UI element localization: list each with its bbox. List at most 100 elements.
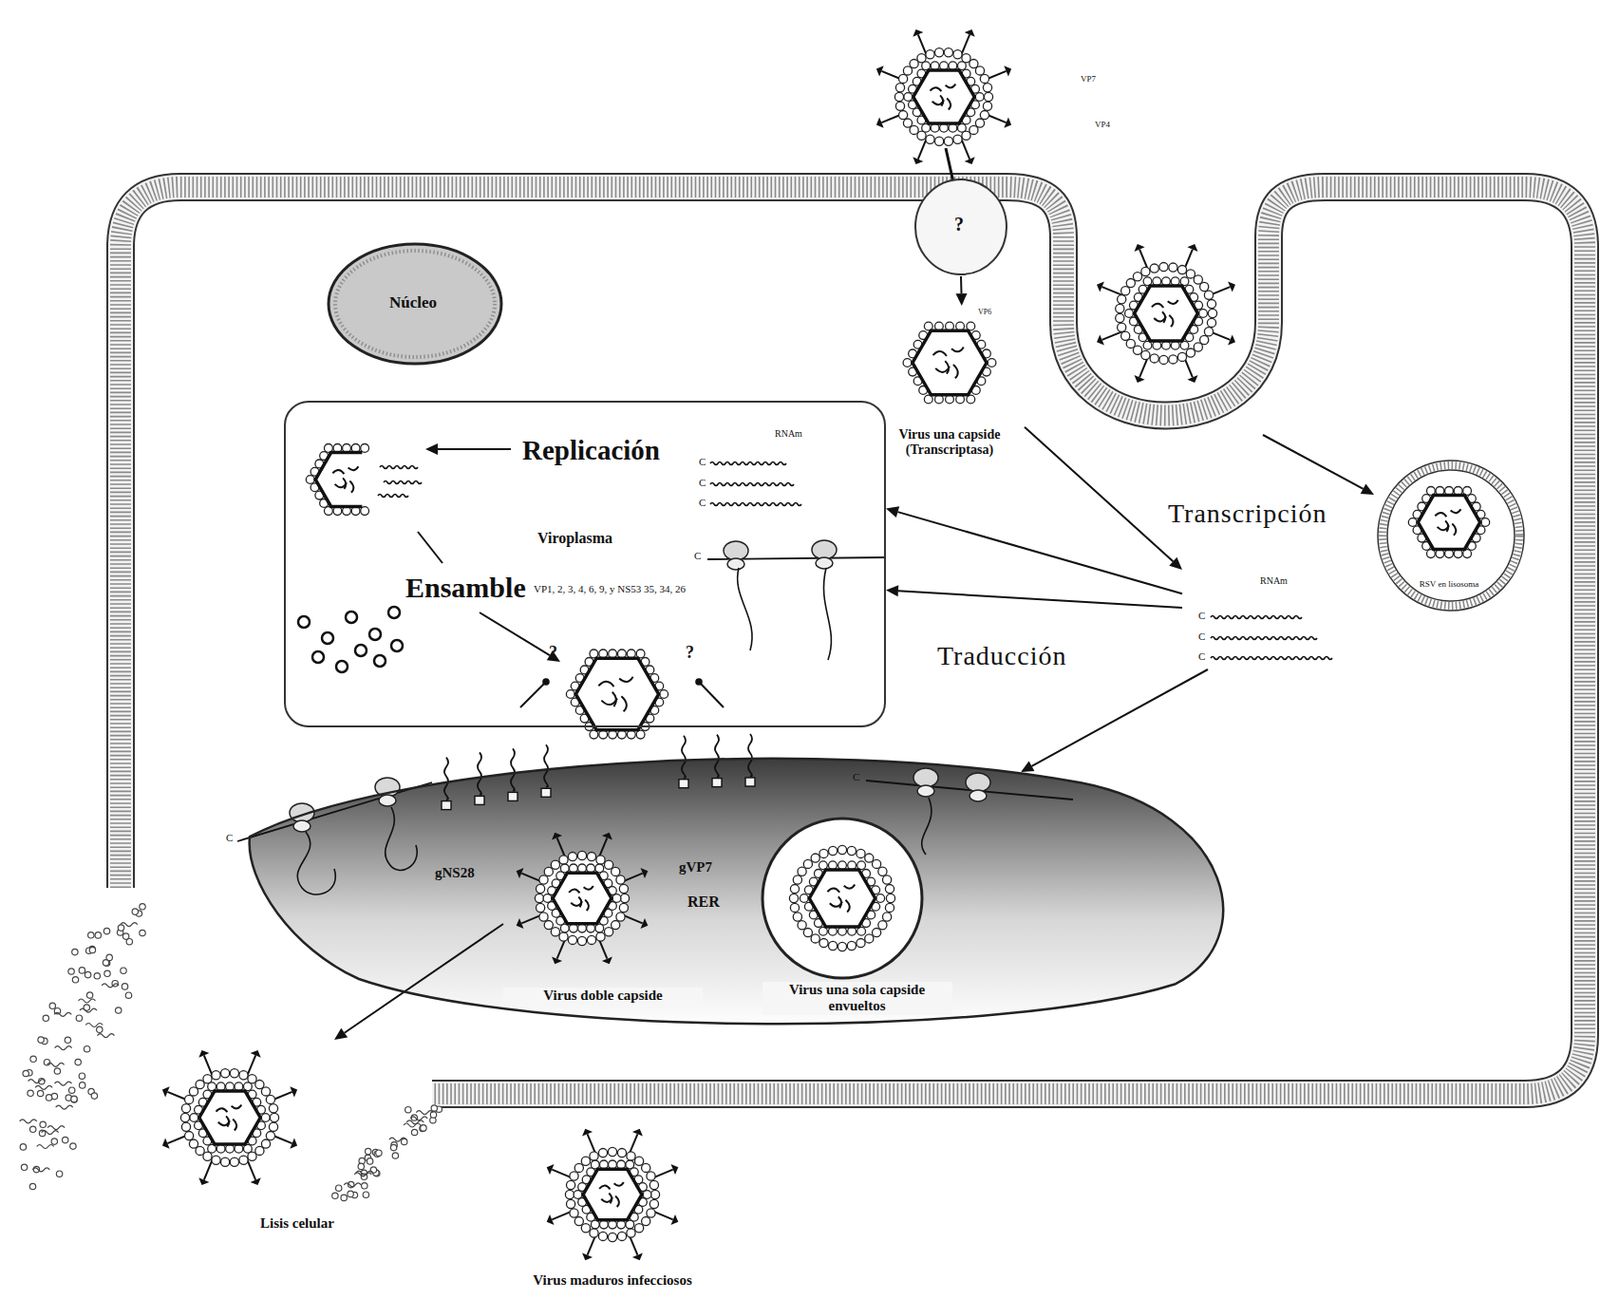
nascent-protein: [823, 567, 831, 660]
vp6-bead: [612, 894, 622, 904]
vp7-bead: [641, 1163, 651, 1172]
vp4-spike-head: [671, 1214, 679, 1225]
endocytosis-arrow: [1262, 434, 1364, 490]
connector: [334, 923, 504, 1040]
organelle-name: Núcleo: [326, 293, 500, 313]
membrane-debris: [47, 1126, 65, 1130]
vp7-bead: [895, 83, 904, 93]
genome-segment: [348, 466, 359, 471]
ribosome-large: [811, 540, 837, 560]
membrane-debris: [79, 1008, 97, 1013]
membrane-debris: [340, 1194, 347, 1201]
vp6-bead: [565, 690, 575, 699]
vp6-bead: [903, 358, 912, 368]
membrane-debris: [85, 1023, 103, 1028]
membrane-debris: [103, 927, 110, 934]
vp7-bead: [635, 1156, 644, 1166]
vp7-bead: [903, 118, 912, 128]
virion-node: Virus maduros infecciosos: [479, 1125, 750, 1293]
vp7-bead: [559, 932, 568, 942]
vp7-bead: [604, 860, 614, 869]
vp7-bead: [1117, 322, 1127, 332]
vp7-bead: [185, 1131, 194, 1141]
membrane-debris: [94, 932, 101, 939]
vp6-bead: [261, 1113, 270, 1123]
vp7-bead: [566, 1180, 576, 1189]
membrane-debris: [78, 967, 85, 974]
vp7-bead: [646, 1171, 656, 1181]
vp7-bead: [797, 866, 807, 876]
vp7-bead: [828, 941, 838, 950]
callout-letter: C: [694, 549, 701, 562]
outer-capsid-fill: [899, 52, 989, 142]
vp7-bead: [539, 912, 548, 922]
protein-label: VP4: [1094, 119, 1111, 130]
capsid-fill: [1417, 495, 1481, 550]
vp7-bead: [577, 850, 586, 860]
membrane-debris: [62, 1136, 69, 1143]
vp7-bead: [878, 921, 887, 930]
membrane-debris: [51, 1138, 57, 1145]
genome-segment: [1434, 512, 1447, 517]
genome-segment: [332, 470, 344, 474]
glycoprotein-pin: [520, 681, 546, 708]
membrane-debris: [75, 1058, 81, 1065]
process-label: Transcripción: [1166, 499, 1330, 529]
vp7-bead: [229, 1069, 239, 1078]
vp4-spike-head: [876, 117, 885, 129]
nascent-protein: [922, 797, 932, 855]
genome-segment: [1162, 311, 1166, 323]
vp7-bead: [586, 935, 596, 944]
vp7-bead: [635, 1223, 644, 1233]
outer-capsid-fill: [569, 1151, 656, 1238]
vp7-bead: [617, 1148, 626, 1158]
genome-segment: [844, 884, 856, 888]
vp4-spike: [960, 137, 970, 159]
membrane-debris: [101, 983, 119, 988]
vp7-bead: [581, 1156, 590, 1166]
vp7-bead: [1117, 295, 1127, 304]
cell-membrane: [120, 187, 1585, 1094]
vp4-spike-head: [1003, 117, 1012, 129]
vp7-bead: [979, 74, 989, 83]
virion-caption: Virus doble capside: [503, 987, 703, 1004]
vp4-spike-head: [516, 918, 525, 929]
callout-letter: C: [1198, 630, 1205, 642]
connector-line: [898, 590, 1183, 608]
membrane-debris: [69, 1087, 76, 1093]
vp7-bead: [1126, 338, 1135, 348]
core-shell: [913, 70, 975, 124]
vp7-bead: [1177, 352, 1186, 361]
membrane-debris: [79, 1082, 86, 1089]
vp7-bead: [1206, 318, 1216, 327]
vp4-spike-head: [912, 156, 923, 165]
vp4-spike: [246, 1054, 256, 1076]
membrane-debris: [347, 1190, 354, 1197]
capsid-protein: [369, 628, 381, 640]
membrane-debris: [30, 1055, 37, 1062]
vp7-bead: [953, 134, 962, 144]
membrane-debris: [56, 1170, 62, 1177]
molecule-label: RNAm: [774, 428, 803, 439]
vp7-bead: [1132, 345, 1142, 355]
vp7-bead: [969, 59, 979, 69]
membrane-debris: [406, 1120, 424, 1125]
genome-segment: [1450, 508, 1462, 513]
genome-segment: [1451, 524, 1456, 536]
vp6-bead: [642, 1190, 652, 1200]
cell-membrane: [120, 187, 1585, 1094]
membrane-debris: [419, 1125, 426, 1131]
vp7-bead: [909, 125, 919, 134]
membrane-debris: [54, 1012, 72, 1017]
vp6-bead: [573, 1190, 583, 1200]
membrane-debris: [37, 1036, 44, 1043]
membrane-debris: [72, 977, 78, 983]
mrna-group: RNAm: [1182, 569, 1354, 670]
vp4-spike-head: [1227, 282, 1236, 293]
replication-arrow-head: [425, 443, 438, 455]
virion-stalk: [945, 148, 954, 183]
membrane-debris: [115, 1007, 122, 1014]
vp4-spike-head: [640, 918, 649, 929]
vp7-bead: [1159, 263, 1168, 272]
